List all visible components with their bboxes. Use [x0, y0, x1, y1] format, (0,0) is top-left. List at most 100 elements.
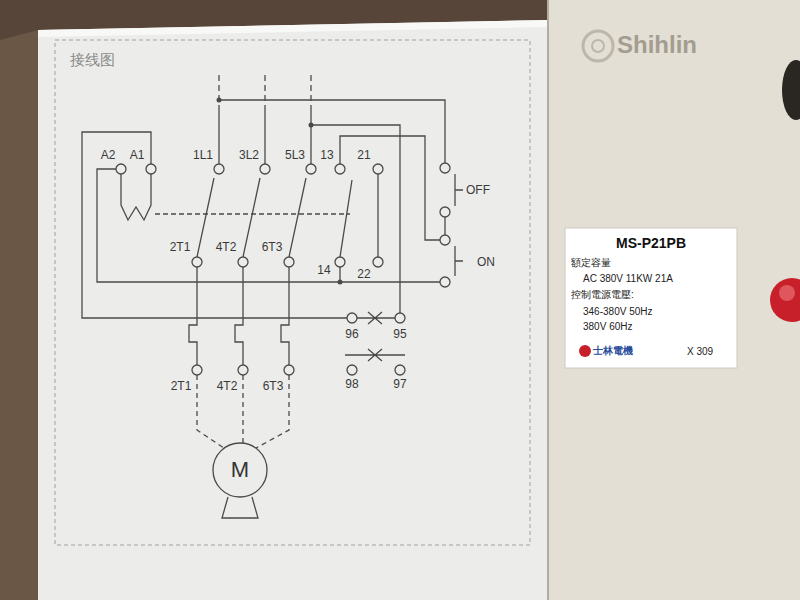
terminal — [306, 164, 316, 174]
terminal-label: 14 — [316, 263, 331, 277]
terminal-label: 21 — [356, 148, 371, 162]
off-on-wire — [444, 217, 445, 235]
terminal — [335, 257, 345, 267]
terminal — [440, 163, 450, 173]
motor-symbol: M — [213, 443, 267, 497]
terminal — [440, 235, 450, 245]
terminals — [116, 163, 450, 375]
terminal — [214, 164, 224, 174]
node-text: Shihlin — [617, 32, 697, 58]
sheet-border — [55, 40, 530, 545]
terminal-label: 3L2 — [238, 148, 260, 162]
terminal — [146, 164, 156, 174]
junctions — [217, 98, 343, 285]
terminal — [335, 164, 345, 174]
overload-wire — [311, 125, 400, 313]
red-button-shine — [779, 285, 795, 301]
terminal — [395, 365, 405, 375]
terminal — [192, 257, 202, 267]
junction-dot — [217, 98, 222, 103]
node-text: AC 380V 11KW 21A — [583, 273, 673, 284]
supply-dashed — [219, 75, 311, 110]
mechanical-link — [155, 213, 350, 214]
node-text: 控制電源電壓: — [571, 289, 634, 300]
red-button — [770, 278, 800, 322]
terminal — [238, 365, 248, 375]
hold-wire — [340, 136, 440, 240]
terminal-label: 98 — [344, 377, 359, 391]
terminal — [373, 257, 383, 267]
nameplate-card — [565, 228, 737, 368]
terminal — [373, 164, 383, 174]
node-text: 士林電機 — [593, 345, 633, 356]
terminal-label: 6T3 — [261, 240, 284, 254]
terminal — [260, 164, 270, 174]
node-text: 380V 60Hz — [583, 321, 632, 332]
terminal-label: 96 — [344, 327, 359, 341]
nameplate: MS-P21PB 額定容量 AC 380V 11KW 21A 控制電源電壓: 346-3… — [565, 228, 737, 368]
terminal-label: 5L3 — [284, 148, 306, 162]
box-edge — [38, 20, 548, 37]
brand-emblem — [583, 31, 613, 61]
enclosure-edge — [547, 0, 549, 600]
enclosure — [548, 0, 800, 600]
motor-leads — [197, 375, 289, 448]
terminal — [192, 365, 202, 375]
main-contacts — [197, 178, 306, 257]
starter-enclosure: ShihlinMS-P21PB 額定容量 AC 380V 11KW 21A 控制電源電… — [548, 0, 800, 600]
terminal-label: 4T2 — [215, 240, 238, 254]
terminal-label: 22 — [356, 267, 371, 281]
a2-wire — [97, 169, 340, 282]
terminal-label: 4T2 — [216, 379, 239, 393]
motor-base — [222, 497, 258, 518]
aux-no-contact — [340, 180, 352, 257]
terminal — [116, 164, 126, 174]
terminal-label: 13 — [319, 148, 334, 162]
overload-nc — [357, 312, 395, 324]
terminal-label: ON — [476, 255, 496, 269]
junction-dot — [338, 280, 343, 285]
terminal-label: A2 — [100, 148, 117, 162]
off-button — [455, 174, 463, 206]
coil-symbol — [121, 174, 151, 220]
wiring — [82, 75, 463, 518]
terminal — [284, 257, 294, 267]
terminal-label: 6T3 — [262, 379, 285, 393]
nameplate-logo — [579, 345, 591, 357]
terminal-label: 1L1 — [192, 148, 214, 162]
off-supply-wire — [219, 100, 445, 163]
on-button — [455, 246, 463, 276]
supply-lines — [219, 110, 311, 164]
node-text: M — [231, 458, 249, 482]
node-text: 346-380V 50Hz — [583, 306, 653, 317]
node-text: X 309 — [687, 346, 713, 357]
diagram-sheet: 接线图 M — [38, 20, 548, 600]
terminal — [440, 207, 450, 217]
overload-no — [345, 349, 405, 361]
a1-wire — [82, 132, 347, 318]
node-text: 接线图 — [70, 52, 115, 69]
terminal — [440, 277, 450, 287]
terminal-label: OFF — [465, 183, 491, 197]
terminal — [395, 313, 405, 323]
box-front — [38, 20, 548, 600]
brand-emblem-inner — [592, 40, 604, 52]
aux-nc-contact — [377, 174, 378, 257]
node-text: 額定容量 — [571, 257, 611, 268]
terminal-label: 2T1 — [169, 240, 192, 254]
terminal — [284, 365, 294, 375]
terminal-label: 95 — [392, 327, 407, 341]
dark-knob — [782, 60, 800, 120]
terminal-label: 97 — [392, 377, 407, 391]
terminal — [347, 365, 357, 375]
terminal — [347, 313, 357, 323]
motor-circle — [213, 443, 267, 497]
terminal-label: A1 — [129, 148, 146, 162]
node-text: MS-P21PB — [616, 236, 686, 251]
junction-dot — [309, 123, 314, 128]
terminal-label: 2T1 — [170, 379, 193, 393]
